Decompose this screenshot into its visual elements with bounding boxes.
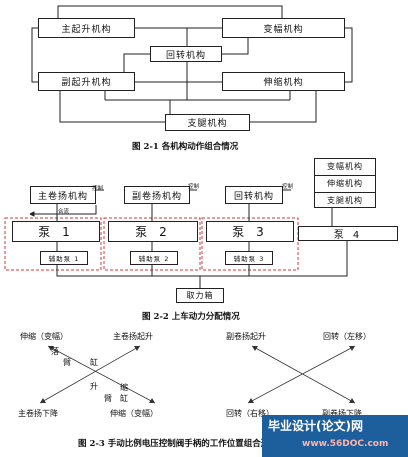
slewing-box: 回转机构 bbox=[150, 46, 222, 62]
watermark-url: www.56DOC.com bbox=[302, 439, 389, 449]
fig1-caption: 图 2-1 各机构动作组合情况 bbox=[132, 142, 239, 152]
aux-lift-box: 副起升机构 bbox=[38, 72, 135, 91]
main-winch-box: 主卷扬机构 bbox=[30, 186, 96, 204]
retract-char: 缩 bbox=[120, 383, 128, 392]
right-bottom-left-label: 回转（右移） bbox=[226, 409, 274, 418]
stack-box: 变幅机构 伸缩机构 支腿机构 bbox=[314, 158, 376, 208]
outrigger-box: 支腿机构 bbox=[165, 114, 250, 131]
pump-3: 泵 3 bbox=[206, 221, 294, 242]
arm-down-char: 落 bbox=[51, 347, 59, 356]
arm-char-2: 臂 bbox=[104, 394, 112, 403]
left-top-left-label: 伸缩（变幅） bbox=[20, 332, 68, 341]
main-lift-box: 主起升机构 bbox=[38, 18, 135, 38]
slewing-box-2: 回转机构 bbox=[225, 186, 283, 204]
watermark-title: 毕业设计(论文)网 bbox=[268, 419, 363, 433]
control-label-1: 控制 bbox=[92, 186, 104, 192]
arm-char-1: 臂 bbox=[63, 358, 71, 367]
pump-4: 泵 4 bbox=[298, 226, 398, 241]
fig3-caption: 图 2-3 手动比例电压控制阀手柄的工作位置组合形式 bbox=[78, 439, 278, 449]
control-label-2: 控制 bbox=[188, 184, 200, 190]
control-label-3: 控制 bbox=[282, 184, 294, 190]
left-bottom-right-label: 伸缩（变幅） bbox=[110, 409, 158, 418]
right-bottom-right-label: 副卷扬下降 bbox=[322, 409, 362, 418]
luffing-box: 变幅机构 bbox=[222, 18, 345, 38]
stack-item: 伸缩机构 bbox=[315, 176, 375, 193]
site-watermark: 毕业设计(论文)网 www.56DOC.com bbox=[262, 415, 408, 457]
aux-winch-box: 副卷扬机构 bbox=[124, 186, 190, 204]
left-top-right-label: 主卷扬起升 bbox=[113, 332, 153, 341]
left-bottom-left-label: 主卷扬下降 bbox=[18, 409, 58, 418]
cylinder-char-1: 缸 bbox=[90, 358, 98, 367]
up-char: 升 bbox=[90, 382, 98, 391]
pto-box: 取力箱 bbox=[176, 288, 224, 303]
merge-label: 合流 bbox=[58, 209, 70, 215]
pump-1: 泵 1 bbox=[12, 221, 100, 242]
right-top-left-label: 副卷扬起升 bbox=[226, 332, 266, 341]
right-top-right-label: 回转（左移） bbox=[323, 332, 371, 341]
aux-pump-3: 辅助泵 3 bbox=[225, 251, 273, 265]
telescope-box: 伸缩机构 bbox=[222, 72, 345, 91]
pump-2: 泵 2 bbox=[108, 221, 198, 242]
aux-pump-2: 辅助泵 2 bbox=[130, 251, 178, 265]
aux-pump-1: 辅助泵 1 bbox=[40, 251, 88, 265]
stack-item: 支腿机构 bbox=[327, 196, 363, 205]
cylinder-char-2: 缸 bbox=[120, 394, 128, 403]
fig2-caption: 图 2-2 上车动力分配情况 bbox=[142, 312, 240, 322]
stack-item: 变幅机构 bbox=[315, 159, 375, 176]
